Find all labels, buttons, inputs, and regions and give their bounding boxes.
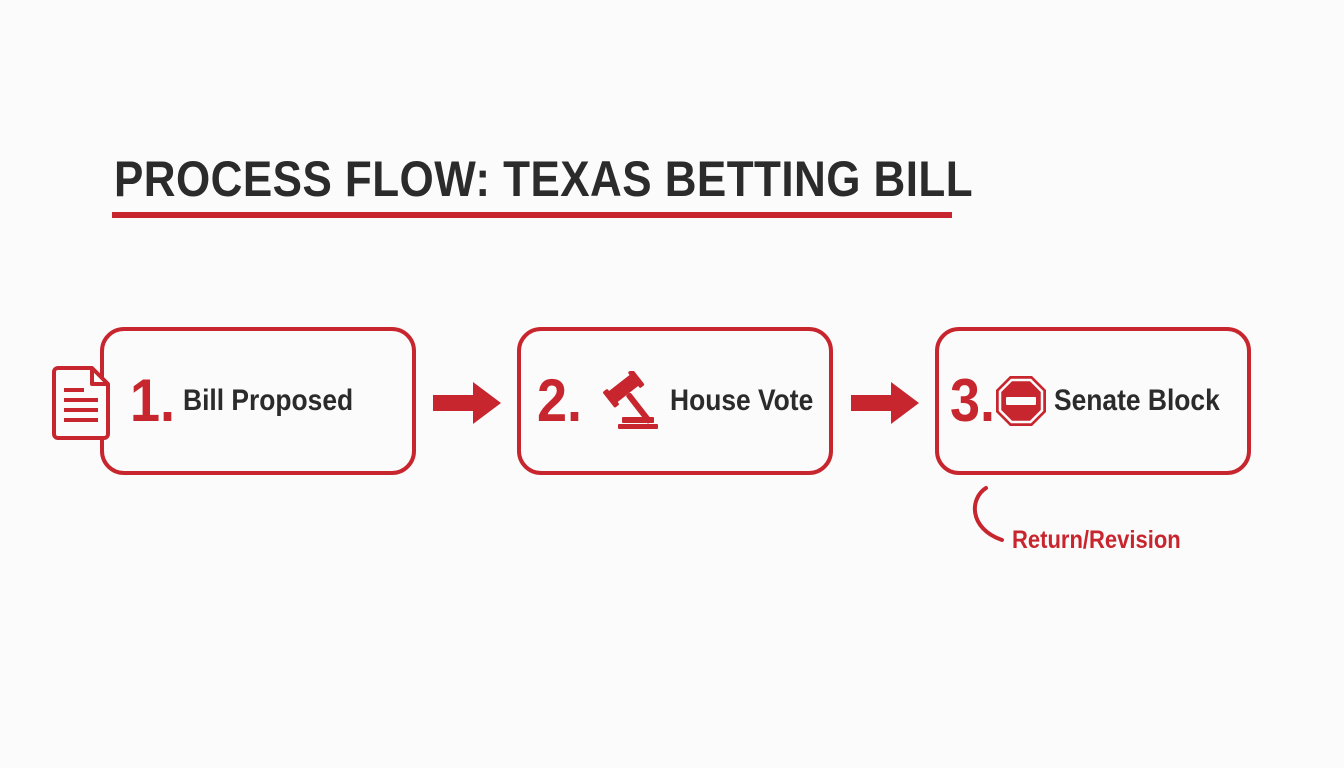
title-underline xyxy=(112,212,952,218)
step-house-vote-box xyxy=(517,327,833,475)
step-senate-block-box xyxy=(935,327,1251,475)
gavel-icon xyxy=(603,371,658,429)
diagram-title: PROCESS FLOW: TEXAS BETTING BILL xyxy=(114,151,974,207)
stop-sign-icon xyxy=(996,376,1046,426)
return-curve-icon xyxy=(972,486,1004,542)
step-1-number: 1. xyxy=(130,367,176,434)
step-3-number: 3. xyxy=(950,367,996,434)
step-1-label: Bill Proposed xyxy=(183,384,354,417)
document-icon xyxy=(52,366,110,440)
step-3-label: Senate Block xyxy=(1054,384,1220,417)
arrow-right-icon xyxy=(433,382,501,424)
arrow-right-icon xyxy=(851,382,919,424)
step-2-number: 2. xyxy=(537,367,583,434)
step-2-label: House Vote xyxy=(670,384,814,417)
return-revision-label: Return/Revision xyxy=(1012,526,1181,554)
step-bill-proposed-box xyxy=(100,327,416,475)
